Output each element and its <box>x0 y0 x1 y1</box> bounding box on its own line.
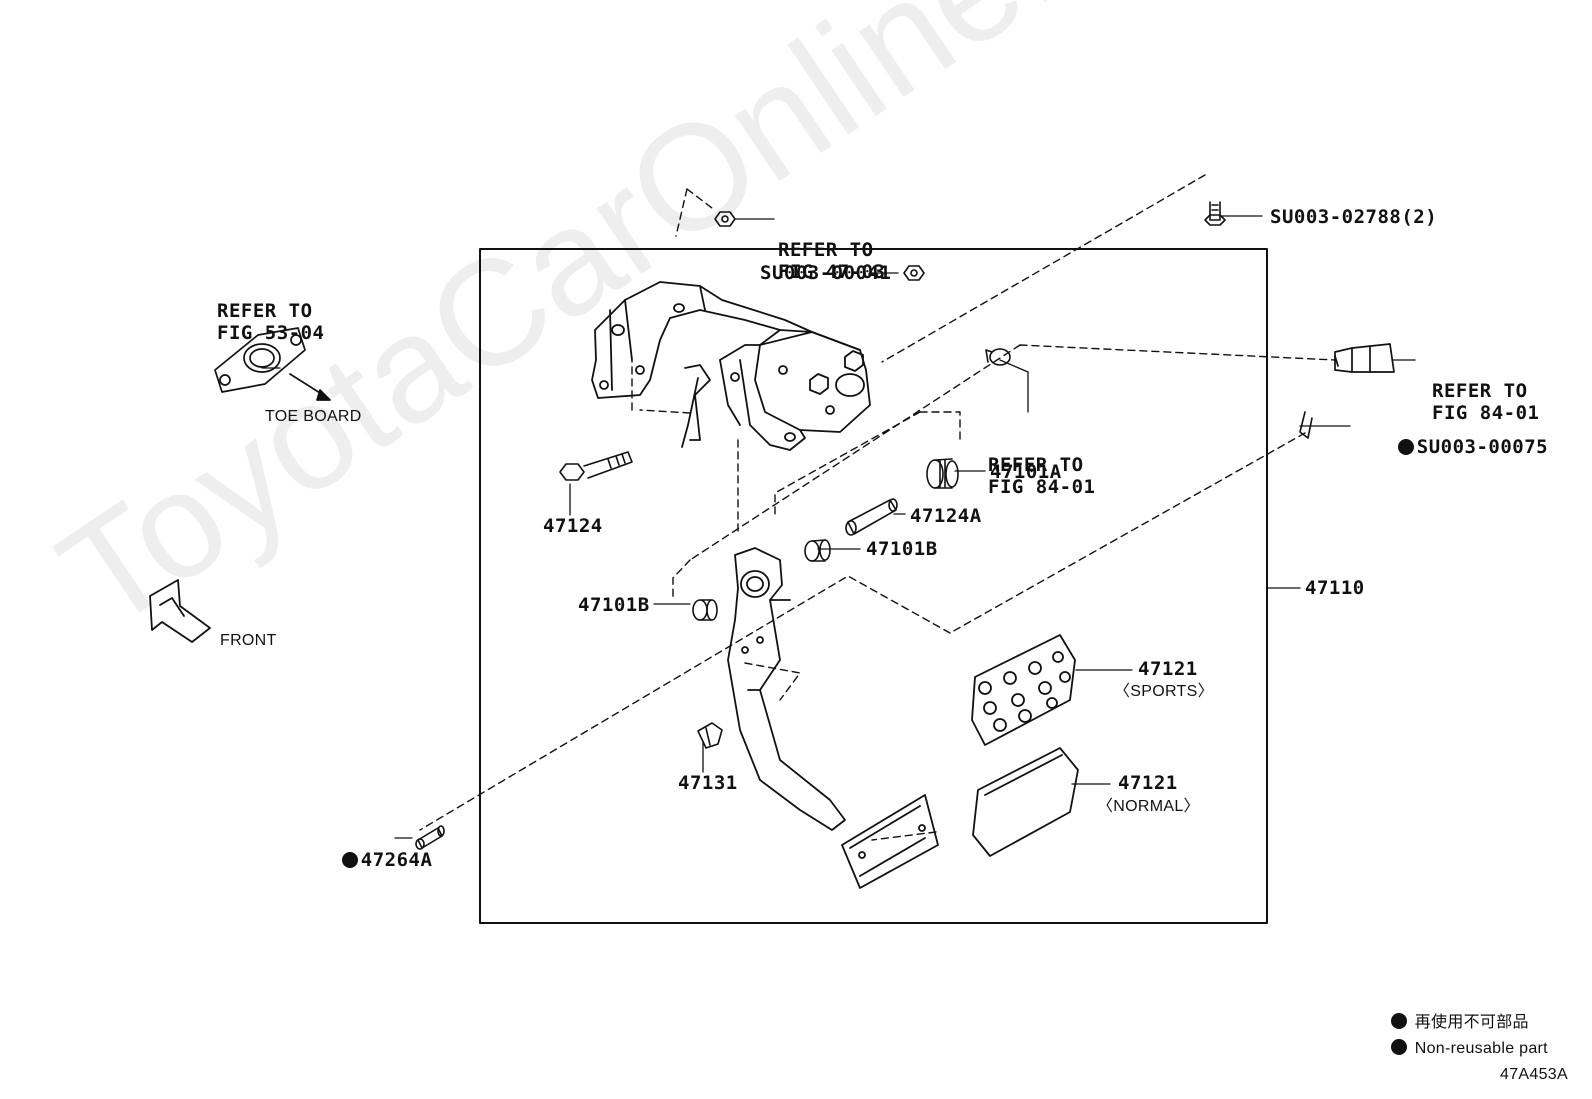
part-47101a: 47101A <box>990 461 1062 483</box>
front-label: FRONT <box>220 632 277 649</box>
toe-board-label: TOE BOARD <box>265 408 362 425</box>
part-47124: 47124 <box>543 515 603 537</box>
pivot-bolt <box>559 451 633 481</box>
part-su003-00041: SU003-00041 <box>760 262 892 284</box>
bushing-b-right <box>804 539 831 562</box>
part-47101b-right: 47101B <box>866 538 938 560</box>
non-reusable-marker <box>341 852 358 868</box>
part-47121-sports: 47121 <box>1138 658 1198 680</box>
part-47124a: 47124A <box>910 505 982 527</box>
pedal-arm <box>727 547 846 831</box>
part-47121-normal: 47121 <box>1118 772 1178 794</box>
part-su003-00075: SU003-00075 <box>1350 414 1548 480</box>
toe-board-plate <box>214 327 331 401</box>
pedal-pad-sports <box>971 634 1076 746</box>
part-47121-normal-note: 〈NORMAL〉 <box>1097 798 1200 815</box>
part-47121-sports-note: 〈SPORTS〉 <box>1114 683 1214 700</box>
pedal-bracket <box>591 281 871 451</box>
clevis-pin <box>415 825 445 850</box>
nut-00041 <box>903 265 925 281</box>
nut-47-03 <box>714 211 736 227</box>
pedal-pad-normal <box>972 747 1079 857</box>
part-47131: 47131 <box>678 772 738 794</box>
clip-00075 <box>1299 411 1313 439</box>
collar <box>845 498 898 536</box>
stop-lamp-switch <box>1334 343 1395 373</box>
dashed-lines <box>419 174 1336 841</box>
legend-dot-icon <box>1390 1039 1407 1055</box>
part-47264a: 47264A <box>294 827 432 893</box>
stopper <box>697 722 723 749</box>
pedal-foot <box>841 794 939 889</box>
bushing-a <box>926 458 959 489</box>
part-47110: 47110 <box>1305 577 1365 599</box>
legend-dot-icon <box>1390 1013 1407 1029</box>
legend-en: Non-reusable part <box>1372 1016 1548 1082</box>
bushing-b-left <box>692 599 718 621</box>
assembly-frame <box>479 248 1268 924</box>
diagram-id: 47A453A <box>1500 1066 1568 1083</box>
non-reusable-marker <box>1397 439 1414 455</box>
bolt-02788 <box>1204 201 1226 226</box>
leader-lines <box>261 215 1416 839</box>
clip-retainer <box>985 348 1011 366</box>
front-arrow <box>149 579 211 643</box>
part-su003-02788: SU003-02788(2) <box>1270 206 1438 228</box>
part-47101b-left: 47101B <box>578 594 650 616</box>
legend-jp: 再使用不可部品 <box>1372 990 1529 1056</box>
